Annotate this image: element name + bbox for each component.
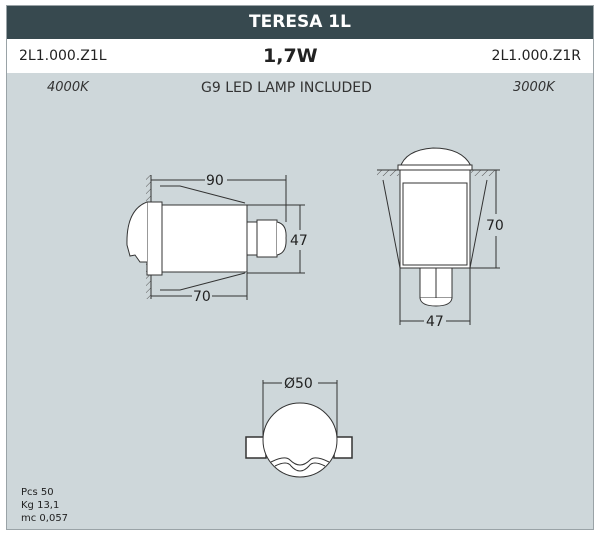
code-right: 2L1.000.Z1R bbox=[491, 48, 581, 64]
dim-front-height: 70 bbox=[486, 218, 504, 234]
side-view-drawing: 90 47 70 bbox=[126, 173, 308, 305]
dim-side-height: 47 bbox=[290, 233, 308, 249]
front-view-drawing: 70 47 bbox=[377, 147, 504, 330]
dim-diameter: Ø50 bbox=[284, 376, 313, 392]
pieces: Pcs 50 bbox=[21, 487, 54, 498]
weight: Kg 13,1 bbox=[21, 500, 60, 511]
code-left: 2L1.000.Z1L bbox=[19, 48, 107, 64]
spec-row: 2L1.000.Z1L 1,7W 2L1.000.Z1R bbox=[7, 39, 593, 73]
temp-left: 4000K bbox=[47, 80, 89, 95]
temp-right: 3000K bbox=[513, 80, 555, 95]
product-title: TERESA 1L bbox=[7, 6, 593, 39]
dim-front-width: 47 bbox=[426, 314, 444, 330]
dim-side-length: 90 bbox=[206, 173, 224, 189]
packaging-info: Pcs 50 Kg 13,1 mc 0,057 bbox=[21, 486, 68, 525]
dim-side-depth: 70 bbox=[193, 289, 211, 305]
top-view-drawing: Ø50 bbox=[245, 376, 353, 478]
lamp-info: G9 LED LAMP INCLUDED bbox=[201, 80, 372, 96]
volume: mc 0,057 bbox=[21, 513, 69, 524]
power-rating: 1,7W bbox=[263, 45, 318, 67]
